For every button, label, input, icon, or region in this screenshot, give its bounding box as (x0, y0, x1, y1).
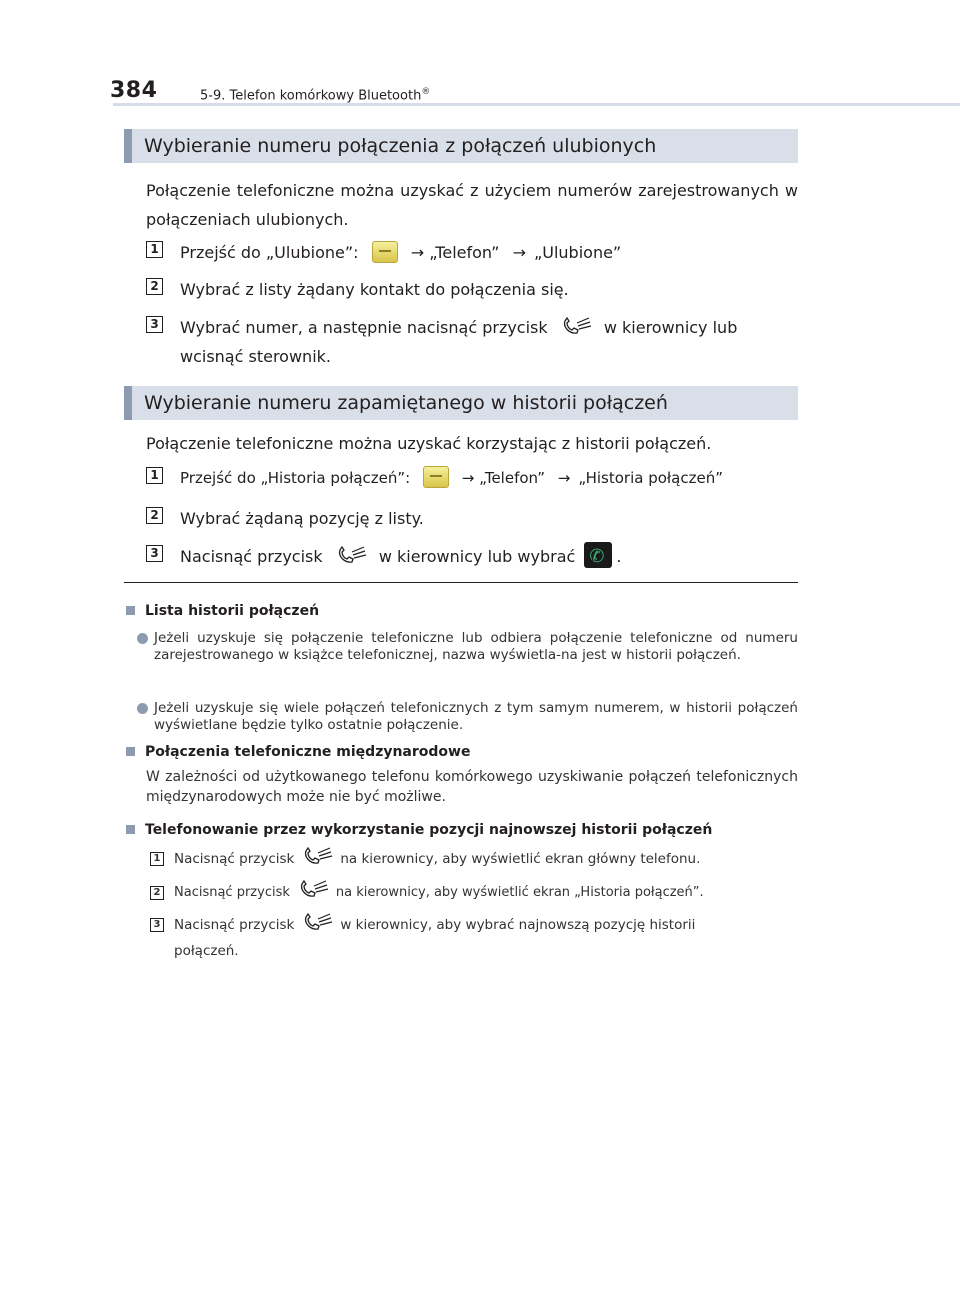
section2-heading: Wybieranie numeru zapamiętanego w histor… (124, 386, 798, 420)
square-bullet-icon (126, 747, 135, 756)
step-text-a: Nacisnąć przycisk (174, 885, 290, 900)
header-section: 5-9. Telefon komórkowy Bluetooth (200, 88, 422, 104)
step-text-c: połączeń. (174, 943, 239, 959)
arrow-icon: → (512, 243, 526, 262)
circle-bullet-icon (137, 633, 148, 644)
step-text: Nacisnąć przycisk na kierownicy, aby wyśw… (174, 846, 798, 872)
step-text: Przejść do „Ulubione”: → „Telefon” → „Ulu… (180, 238, 798, 267)
step-number: 2 (146, 507, 163, 524)
arrow-icon: → (557, 469, 571, 487)
step-number: 1 (146, 241, 163, 258)
step-text-a: Przejść do „Ulubione”: (180, 243, 359, 262)
step-text-b: „Telefon” (479, 469, 545, 487)
arrow-icon: → (410, 243, 425, 262)
square-bullet-icon (126, 606, 135, 615)
circle-bullet-icon (137, 703, 148, 714)
step-text-a: Wybrać numer, a następnie nacisnąć przyc… (180, 318, 548, 337)
section1-intro: Połączenie telefoniczne można uzyskać z … (146, 181, 798, 229)
note-heading: Telefonowanie przez wykorzystanie pozycj… (126, 820, 712, 840)
note-title: Lista historii połączeń (145, 603, 320, 619)
step-number: 3 (150, 918, 164, 932)
step-text: Wybrać z listy żądany kontakt do połącze… (180, 280, 569, 299)
step-text-b: w kierownicy lub (603, 318, 738, 337)
arrow-icon: → (461, 469, 475, 487)
bullet-text: Jeżeli uzyskuje się wiele połączeń telef… (154, 700, 798, 733)
step-text-b: „Telefon” (429, 243, 500, 262)
step-number: 1 (146, 467, 163, 484)
header-rule (113, 103, 960, 106)
separator-line (124, 582, 798, 583)
steering-talk-switch-icon (338, 546, 366, 563)
step-text: Przejść do „Historia połączeń”: → „Telef… (180, 464, 798, 493)
step-number: 2 (146, 278, 163, 295)
step-text: Nacisnąć przycisk w kierownicy lub wybra… (180, 542, 798, 571)
note-paragraph: W zależności od użytkowanego telefonu ko… (146, 769, 798, 805)
step-text-a: Przejść do „Historia połączeń”: (180, 469, 411, 487)
step-text-b: na kierownicy, aby wyświetlić ekran głów… (340, 851, 701, 867)
note-heading: Połączenia telefoniczne międzynarodowe (126, 742, 470, 762)
steering-talk-switch-icon (305, 913, 333, 930)
green-phone-icon (584, 542, 613, 571)
section1-heading: Wybieranie numeru połączenia z połączeń … (124, 129, 798, 163)
step-text: Nacisnąć przycisk w kierownicy, aby wybra… (174, 912, 798, 964)
square-bullet-icon (126, 825, 135, 834)
step-text: Wybrać żądaną pozycję z listy. (180, 509, 424, 528)
step-text-a: Nacisnąć przycisk (180, 547, 323, 566)
note-title: Połączenia telefoniczne międzynarodowe (145, 744, 471, 760)
section2-intro: Połączenie telefoniczne można uzyskać ko… (146, 434, 712, 453)
step-text-c: . (616, 547, 622, 566)
steering-talk-switch-icon (300, 880, 329, 897)
step-text-c: wcisnąć sterownik. (180, 347, 331, 366)
step-number: 3 (146, 316, 163, 333)
header-title: 5-9. Telefon komórkowy Bluetooth® (200, 87, 430, 103)
step-text-b: na kierownicy, aby wyświetlić ekran „His… (335, 885, 704, 900)
note-heading: Lista historii połączeń (126, 601, 319, 621)
steering-talk-switch-icon (305, 847, 333, 864)
note-title: Telefonowanie przez wykorzystanie pozycj… (145, 822, 713, 838)
step-text-a: Nacisnąć przycisk (174, 917, 295, 933)
step-number: 2 (150, 886, 164, 900)
step-number: 1 (150, 852, 164, 866)
bullet-text: Jeżeli uzyskuje się połączenie telefonic… (154, 630, 798, 663)
step-text: Nacisnąć przycisk na kierownicy, aby wyśw… (174, 880, 798, 906)
step-text-a: Nacisnąć przycisk (174, 851, 295, 867)
menu-button-icon (371, 241, 398, 263)
steering-talk-switch-icon (563, 317, 591, 334)
step-text: Wybrać numer, a następnie nacisnąć przyc… (180, 313, 798, 371)
menu-button-icon (422, 466, 449, 488)
step-text-c: „Historia połączeń” (578, 469, 723, 487)
note-bullet: Jeżeli uzyskuje się połączenie telefonic… (137, 630, 798, 664)
step-text-b: w kierownicy lub wybrać (378, 547, 576, 566)
step-text-c: „Ulubione” (533, 243, 622, 262)
registered-mark: ® (421, 87, 431, 97)
page-number: 384 (110, 78, 158, 103)
step-text-b: w kierownicy, aby wybrać najnowszą pozyc… (340, 917, 696, 933)
note-bullet: Jeżeli uzyskuje się wiele połączeń telef… (137, 700, 798, 734)
step-number: 3 (146, 545, 163, 562)
